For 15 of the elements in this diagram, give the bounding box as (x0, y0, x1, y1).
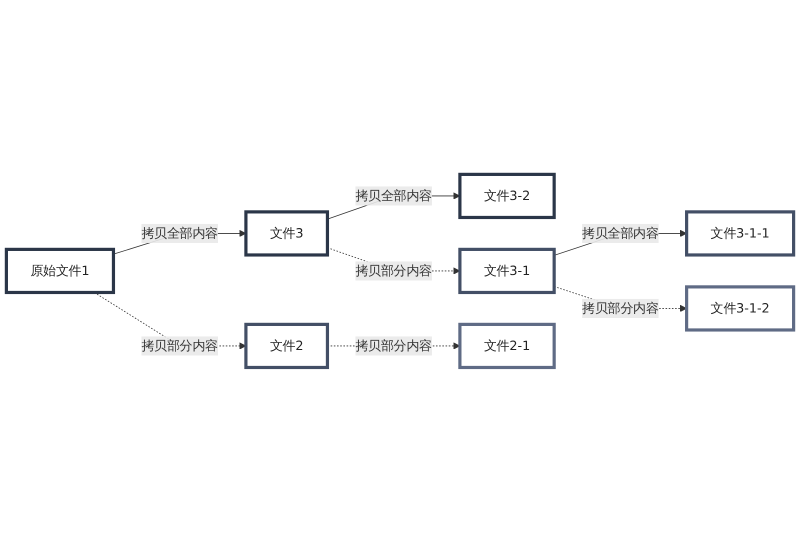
node-box: 原始文件1 (4, 247, 116, 294)
edge-label: 拷贝全部内容 (141, 225, 218, 240)
node-box: 文件3-2 (458, 172, 556, 219)
node-box: 文件3-1-2 (685, 284, 796, 332)
node-box: 文件3-1-1 (685, 210, 796, 256)
node-box: 文件2-1 (458, 322, 556, 369)
node-box: 文件3 (244, 210, 330, 256)
edge-label: 拷贝部分内容 (141, 338, 218, 353)
edge-label: 拷贝全部内容 (355, 188, 432, 203)
node-box: 文件3-1 (458, 247, 556, 294)
edge-label: 拷贝部分内容 (355, 338, 432, 353)
edge-label: 拷贝全部内容 (582, 225, 659, 240)
edge-label: 拷贝部分内容 (582, 300, 659, 316)
edge-label: 拷贝部分内容 (355, 262, 432, 278)
node-box: 文件2 (244, 322, 330, 369)
